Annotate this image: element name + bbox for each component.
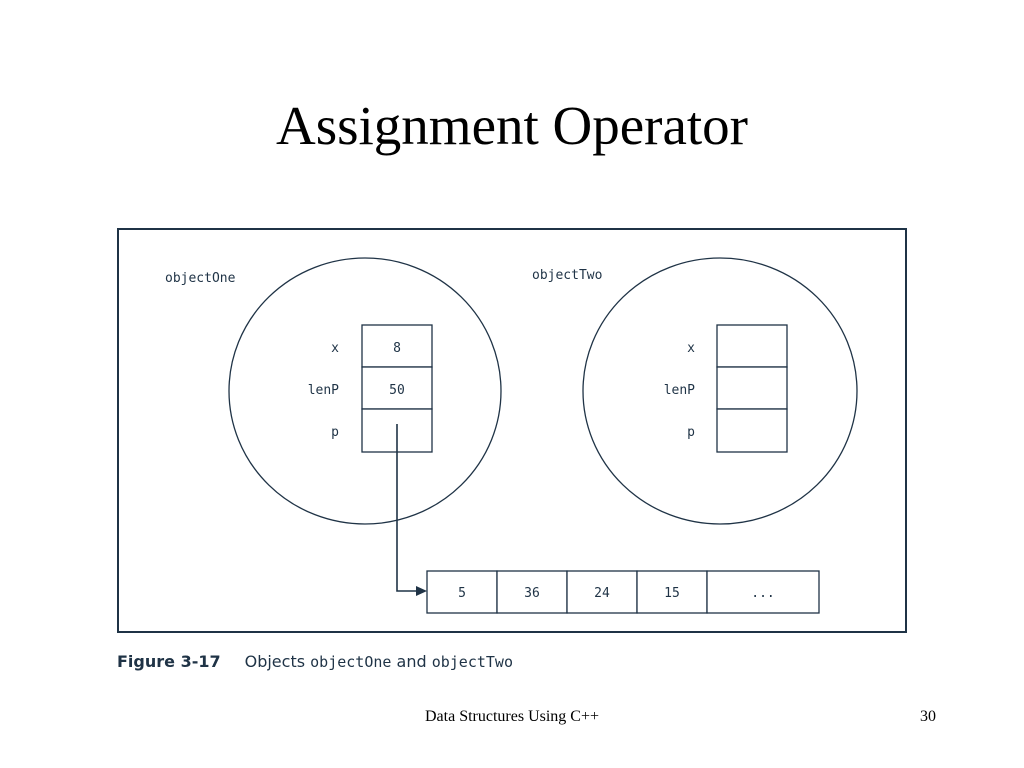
figure-caption: Figure 3-17 Objects objectOne and objectT… <box>117 652 513 671</box>
figure-label: Figure 3-17 <box>117 652 221 671</box>
pointer-arrowhead <box>416 586 427 596</box>
array-cell-value: ... <box>751 586 774 601</box>
object-two-lenp-cell <box>716 366 788 410</box>
object-diagram: objectOne x lenP p 8 50 objectTwo x lenP… <box>165 257 858 614</box>
object-two-x-cell <box>716 324 788 368</box>
caption-text-before: Objects <box>244 652 311 671</box>
caption-text-middle: and <box>391 652 432 671</box>
array-cell <box>566 570 638 614</box>
array-cell-value: 15 <box>664 586 680 601</box>
object-two-lenp-label: lenP <box>664 383 695 398</box>
slide-title: Assignment Operator <box>276 95 748 156</box>
array-cell <box>496 570 568 614</box>
object-one: objectOne x lenP p 8 50 <box>165 257 502 525</box>
caption-name-one: objectOne <box>310 653 392 671</box>
object-one-p-label: p <box>331 425 339 440</box>
array-cell-value: 24 <box>594 586 610 601</box>
caption-name-two: objectTwo <box>431 653 513 671</box>
object-one-x-label: x <box>331 341 339 356</box>
dynamic-array: 5 36 24 15 ... <box>426 570 820 614</box>
object-one-lenp-value: 50 <box>389 383 405 398</box>
object-two-name: objectTwo <box>532 268 602 283</box>
array-cell-value: 36 <box>524 586 540 601</box>
pointer-arrow-line <box>396 424 417 592</box>
array-cell <box>706 570 820 614</box>
object-one-lenp-cell <box>361 366 433 410</box>
object-two-p-label: p <box>687 425 695 440</box>
object-two-circle <box>582 257 858 525</box>
object-two: objectTwo x lenP p <box>532 257 858 525</box>
array-cell <box>636 570 708 614</box>
array-cell-value: 5 <box>458 586 466 601</box>
array-cell <box>426 570 498 614</box>
pointer-arrow <box>396 424 427 596</box>
object-two-p-cell <box>716 408 788 453</box>
object-one-x-value: 8 <box>393 341 401 356</box>
object-two-x-label: x <box>687 341 695 356</box>
object-one-lenp-label: lenP <box>308 383 339 398</box>
object-one-name: objectOne <box>165 271 236 286</box>
object-one-circle <box>228 257 502 525</box>
page-number: 30 <box>920 708 936 725</box>
slide-footer: Data Structures Using C++ <box>424 708 600 725</box>
